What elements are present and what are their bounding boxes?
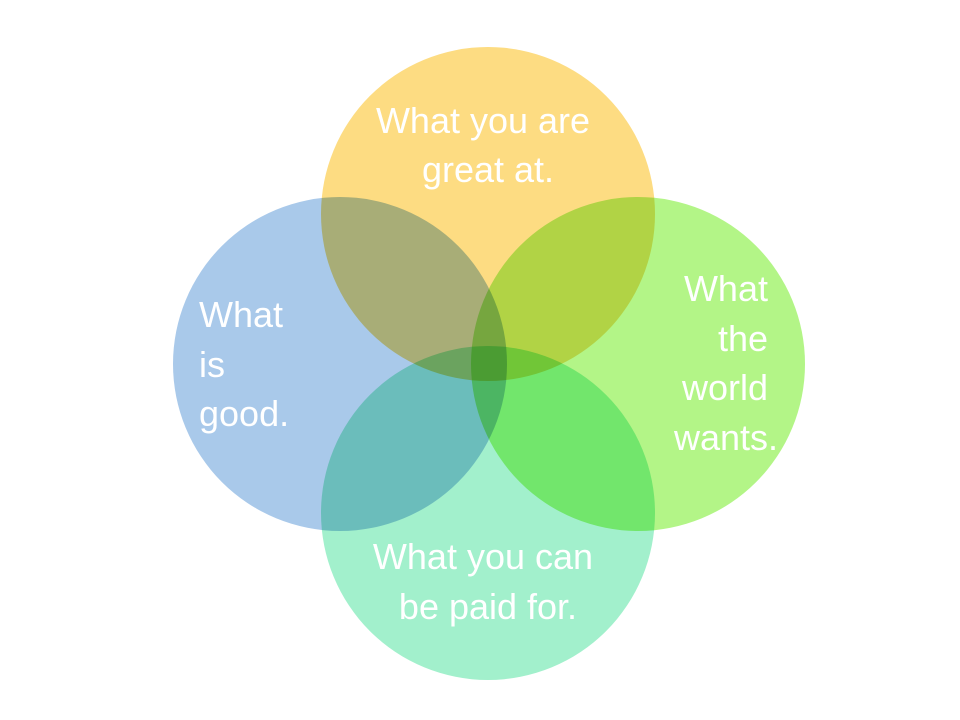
circle-paid-for (321, 346, 655, 680)
label-world-wants-line-3: world (681, 367, 768, 408)
label-world-wants: What the world wants. (673, 268, 778, 458)
label-world-wants-line-1: What (684, 268, 768, 309)
label-good: What is good. (199, 294, 293, 434)
label-paid-for-line-1: What you can (373, 536, 593, 577)
label-great-at-line-2: great at. (422, 149, 554, 190)
label-good-line-3: good. (199, 393, 289, 434)
label-great-at-line-1: What you are (376, 100, 590, 141)
label-paid-for: What you can be paid for. (373, 536, 603, 627)
label-good-line-1: What (199, 294, 283, 335)
circles-group (173, 47, 805, 680)
label-good-line-2: is (199, 344, 225, 385)
label-paid-for-line-2: be paid for. (399, 586, 577, 627)
label-great-at: What you are great at. (376, 100, 600, 190)
label-world-wants-line-4: wants. (673, 417, 778, 458)
labels-group: What you are great at. What is good. Wha… (199, 100, 778, 627)
label-world-wants-line-2: the (718, 318, 768, 359)
